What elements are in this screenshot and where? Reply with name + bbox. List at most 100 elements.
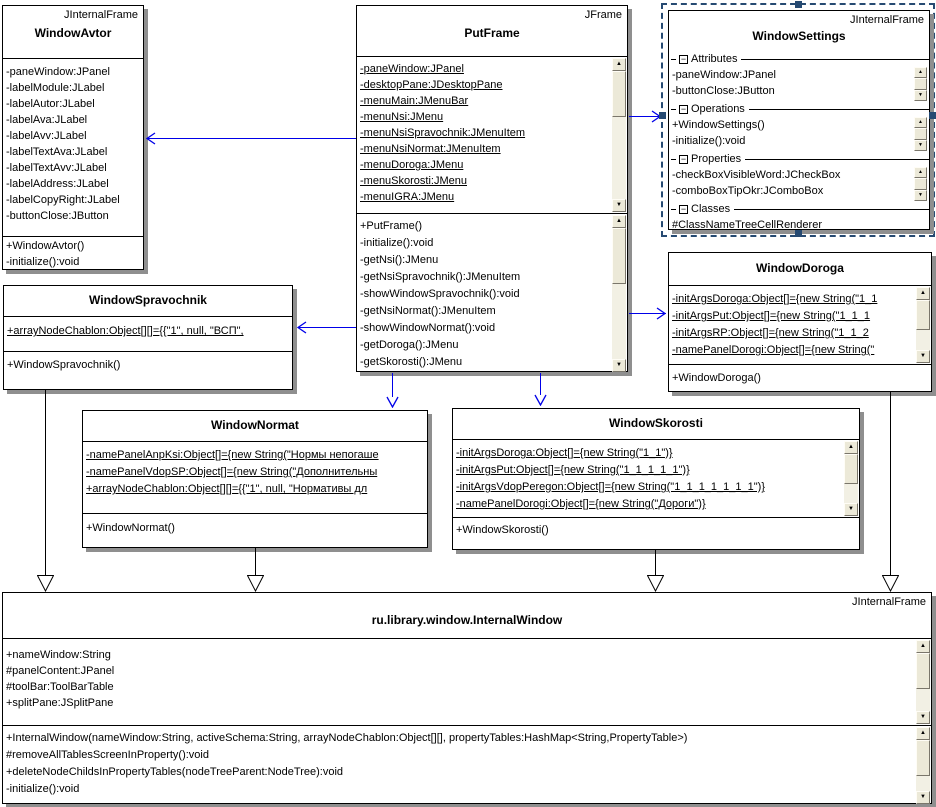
scroll-up-icon[interactable]: ▲ (914, 67, 927, 78)
scroll-thumb[interactable] (914, 78, 927, 90)
vertical-scrollbar[interactable]: ▲ ▼ (612, 58, 626, 212)
class-box-windowavtor[interactable]: JInternalFrame WindowAvtor -paneWindow:J… (2, 5, 144, 270)
scroll-down-icon[interactable]: ▼ (844, 503, 858, 516)
arrowhead-left-icon (297, 321, 307, 334)
scroll-up-icon[interactable]: ▲ (612, 58, 626, 71)
scroll-down-icon[interactable]: ▼ (914, 140, 927, 151)
stereotype-label: JInternalFrame (852, 596, 926, 608)
attribute-row: -menuDoroga:JMenu (360, 159, 464, 171)
class-box-windowspravochnik[interactable]: WindowSpravochnik +arrayNodeChablon:Obje… (3, 285, 293, 390)
attribute-row: -menuIGRA:JMenu (360, 191, 455, 203)
attributes-compartment: -paneWindow:JPanel -labelModule:JLabel -… (3, 58, 143, 236)
operations-compartment: +WindowDoroga() (669, 364, 931, 392)
operation-row: -getNsiNormat():JMenuItem (360, 305, 496, 317)
scroll-thumb[interactable] (612, 71, 626, 117)
scroll-up-icon[interactable]: ▲ (612, 215, 626, 228)
operation-row: -initialize():void (6, 783, 80, 795)
divider (748, 108, 929, 110)
attribute-row: -menuNsi:JMenu (360, 111, 444, 123)
class-box-windowskorosti[interactable]: WindowSkorosti -initArgsDoroga:Object[]=… (452, 408, 860, 550)
attribute-row: -labelAddress:JLabel (6, 178, 109, 190)
operation-row: -showWindowSpravochnik():void (360, 288, 520, 300)
collapse-icon[interactable]: − (679, 53, 688, 64)
stereotype-label: JFrame (584, 9, 622, 21)
scroll-thumb[interactable] (916, 653, 930, 689)
collapse-icon[interactable]: − (679, 103, 688, 114)
operation-row: +WindowAvtor() (6, 240, 85, 252)
association-putframe-windowspravochnik[interactable] (298, 327, 356, 328)
collapse-icon[interactable]: − (679, 153, 688, 164)
scroll-up-icon[interactable]: ▲ (914, 167, 927, 178)
arrowhead-down-icon (386, 396, 399, 408)
operation-row: +InternalWindow(nameWindow:String, activ… (6, 732, 688, 744)
scroll-up-icon[interactable]: ▲ (916, 640, 930, 653)
scroll-up-icon[interactable]: ▲ (916, 727, 930, 740)
scroll-down-icon[interactable]: ▼ (914, 90, 927, 101)
class-name: ru.library.window.InternalWindow (371, 613, 563, 627)
scroll-up-icon[interactable]: ▲ (844, 441, 858, 454)
attribute-row: -menuNsiSpravochnik:JMenuItem (360, 127, 526, 139)
arrowhead-right-icon (656, 307, 666, 320)
attribute-row: +arrayNodeChablon:Object[][]={{"1", null… (7, 325, 244, 337)
scroll-thumb[interactable] (914, 178, 927, 190)
generalization-windownormat-internalwindow[interactable] (255, 548, 256, 575)
class-header: JInternalFrame ru.library.window.Interna… (3, 593, 931, 638)
scroll-thumb[interactable] (612, 228, 626, 284)
vertical-scrollbar[interactable]: ▲ ▼ (914, 67, 927, 101)
attribute-row: -namePanelDorogi:Object[]={new String("Д… (456, 498, 706, 510)
association-putframe-windownormat[interactable] (392, 373, 393, 397)
vertical-scrollbar[interactable]: ▲ ▼ (844, 441, 858, 516)
scroll-down-icon[interactable]: ▼ (916, 350, 930, 363)
divider (741, 58, 929, 60)
operation-row: +PutFrame() (360, 220, 423, 232)
generalization-triangle-icon (647, 575, 664, 592)
vertical-scrollbar[interactable]: ▲ ▼ (916, 640, 930, 724)
scroll-down-icon[interactable]: ▼ (612, 359, 626, 372)
attribute-row: -paneWindow:JPanel (360, 63, 464, 75)
operation-row: -getDoroga():JMenu (360, 339, 459, 351)
scroll-down-icon[interactable]: ▼ (916, 791, 930, 804)
selection-handle-top[interactable] (795, 1, 802, 8)
attribute-row: -initArgsDoroga:Object[]={new String("1_… (672, 293, 878, 305)
operation-row: +WindowSkorosti() (456, 524, 549, 536)
attribute-row: -initArgsPut:Object[]={new String("1_1_1 (672, 310, 871, 322)
class-box-windownormat[interactable]: WindowNormat -namePanelAnpKsi:Object[]={… (82, 410, 428, 548)
class-name: WindowAvtor (34, 26, 112, 40)
attribute-row: +nameWindow:String (6, 649, 111, 661)
association-putframe-windowsettings[interactable] (629, 116, 662, 117)
association-putframe-windowavtor[interactable] (147, 138, 356, 139)
vertical-scrollbar[interactable]: ▲ ▼ (612, 215, 626, 372)
vertical-scrollbar[interactable]: ▲ ▼ (914, 117, 927, 151)
selection-handle-bottom[interactable] (795, 230, 802, 237)
scroll-thumb[interactable] (916, 300, 930, 330)
class-box-windowdoroga[interactable]: WindowDoroga -initArgsDoroga:Object[]={n… (668, 252, 932, 392)
attribute-row: -labelCopyRight:JLabel (6, 194, 120, 206)
association-putframe-windowskorosti[interactable] (540, 373, 541, 395)
class-box-internalwindow[interactable]: JInternalFrame ru.library.window.Interna… (2, 592, 932, 804)
class-box-putframe[interactable]: JFrame PutFrame -paneWindow:JPanel -desk… (356, 5, 628, 372)
collapse-icon[interactable]: − (679, 203, 688, 214)
generalization-windowskorosti-internalwindow[interactable] (655, 550, 656, 575)
class-box-windowsettings[interactable]: JInternalFrame WindowSettings − Attribut… (668, 10, 930, 231)
scroll-down-icon[interactable]: ▼ (612, 199, 626, 212)
attribute-row: -desktopPane:JDesktopPane (360, 79, 503, 91)
scroll-thumb[interactable] (844, 454, 858, 484)
scroll-up-icon[interactable]: ▲ (916, 287, 930, 300)
scroll-down-icon[interactable]: ▼ (916, 711, 930, 724)
scroll-down-icon[interactable]: ▼ (914, 190, 927, 201)
association-putframe-windowdoroga[interactable] (629, 313, 666, 314)
operation-row: -getNsiSpravochnik():JMenuItem (360, 271, 521, 283)
attributes-compartment: -namePanelAnpKsi:Object[]={new String("Н… (83, 441, 427, 513)
selection-handle-right[interactable] (929, 112, 936, 119)
scroll-thumb[interactable] (914, 128, 927, 140)
scroll-thumb[interactable] (916, 740, 930, 776)
vertical-scrollbar[interactable]: ▲ ▼ (916, 287, 930, 363)
attributes-compartment: -paneWindow:JPanel -desktopPane:JDesktop… (357, 56, 627, 213)
selection-handle-left[interactable] (659, 112, 666, 119)
generalization-windowspravochnik-internalwindow[interactable] (45, 390, 46, 575)
attribute-row: -initArgsPut:Object[]={new String("1_1_1… (456, 464, 690, 476)
scroll-up-icon[interactable]: ▲ (914, 117, 927, 128)
vertical-scrollbar[interactable]: ▲ ▼ (916, 727, 930, 804)
vertical-scrollbar[interactable]: ▲ ▼ (914, 167, 927, 201)
generalization-windowdoroga-internalwindow[interactable] (890, 392, 891, 575)
